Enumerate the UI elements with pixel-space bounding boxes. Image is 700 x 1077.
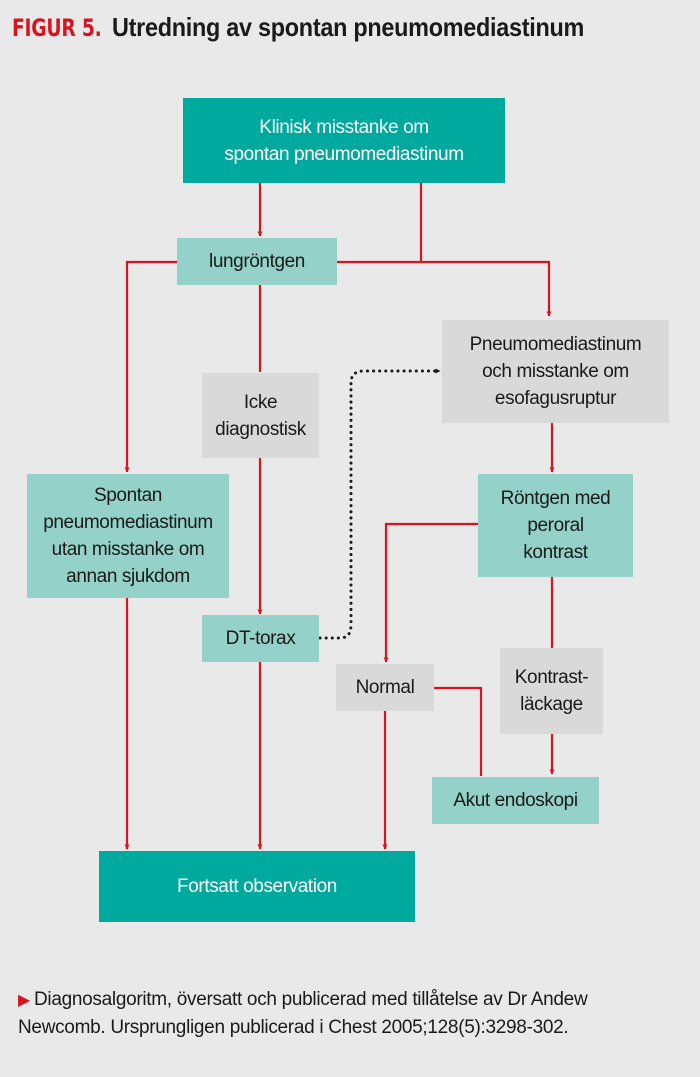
caption-bullet-icon: ▶: [18, 992, 31, 1009]
node-akut-endoskopi: Akut endoskopi: [432, 777, 599, 824]
node-label: Fortsatt observation: [177, 876, 337, 897]
node-pneumomediastinum-esofagus: Pneumomediastinum och misstanke om esofa…: [442, 320, 669, 423]
node-label: Akut endoskopi: [453, 790, 578, 811]
node-klinisk-misstanke: Klinisk misstanke om spontan pneumomedia…: [183, 98, 505, 183]
node-spontan-pneumomediastinum: Spontan pneumomediastinum utan misstanke…: [27, 474, 229, 598]
figure-title-text: Utredning av spontan pneumomediastinum: [111, 12, 584, 42]
node-icke-diagnostisk: Icke diagnostisk: [202, 373, 319, 458]
node-kontrastlackage: Kontrast- läckage: [500, 648, 603, 734]
node-dt-torax: DT-torax: [202, 615, 319, 662]
node-label: Röntgen med peroral kontrast: [500, 488, 611, 563]
figure-title: FIGUR 5. Utredning av spontan pneumomedi…: [12, 12, 636, 43]
node-label: Klinisk misstanke om spontan pneumomedia…: [224, 116, 464, 165]
node-normal: Normal: [336, 664, 434, 711]
node-label: Pneumomediastinum och misstanke om esofa…: [469, 334, 642, 409]
edge-lungrontgen-pneumo: [337, 260, 552, 317]
node-label: Icke diagnostisk: [215, 391, 306, 440]
node-label: Kontrast- läckage: [514, 667, 589, 715]
node-label: DT-torax: [225, 628, 296, 649]
node-label: lungröntgen: [209, 251, 305, 272]
caption-text: Diagnosalgoritm, översatt och publicerad…: [18, 989, 588, 1038]
edge-lungrontgen-spontan: [124, 260, 177, 473]
edge-dttorax-pneumo-dotted: [318, 368, 442, 640]
edge-rontgen-normal: [383, 522, 478, 663]
figure-label: FIGUR 5.: [12, 14, 102, 42]
node-label: Normal: [355, 677, 415, 698]
edge-akut-normal: [427, 685, 483, 776]
node-rontgen-peroral-kontrast: Röntgen med peroral kontrast: [478, 474, 633, 577]
node-fortsatt-observation: Fortsatt observation: [99, 851, 415, 922]
node-label: Spontan pneumomediastinum utan misstanke…: [43, 485, 213, 587]
node-lungrontgen: lungröntgen: [177, 238, 337, 285]
figure-caption: ▶Diagnosalgoritm, översatt och publicera…: [18, 986, 658, 1041]
